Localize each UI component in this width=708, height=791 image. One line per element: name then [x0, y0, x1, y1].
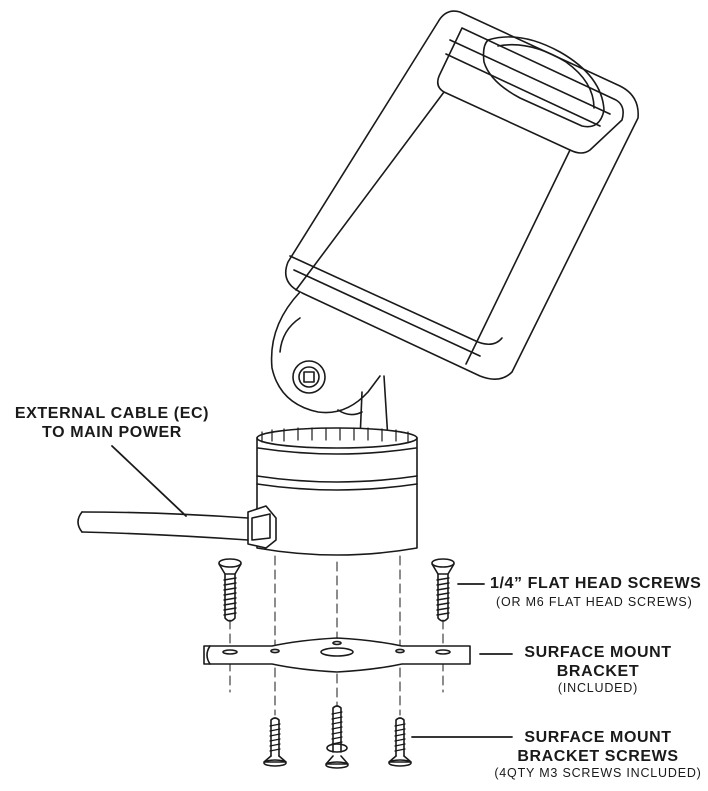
- bracket-line1: SURFACE MOUNT: [524, 644, 672, 661]
- external-cable: [77, 511, 249, 541]
- knuckle-joint: [270, 291, 389, 441]
- leader-external-cable: [111, 445, 187, 517]
- bracket-line2: BRACKET: [556, 663, 640, 680]
- flat-head-screws-note: (OR M6 FLAT HEAD SCREWS): [496, 595, 693, 609]
- callout-flat-head-screws: 1/4” FLAT HEAD SCREWS (OR M6 FLAT HEAD S…: [490, 574, 701, 610]
- bracket-screws-line1: SURFACE MOUNT: [524, 729, 672, 746]
- bracket-screws-line2: BRACKET SCREWS: [517, 748, 679, 765]
- bracket-note: (INCLUDED): [557, 681, 639, 695]
- bracket-screw-left: [263, 717, 287, 767]
- callout-surface-mount-bracket: SURFACE MOUNT BRACKET (INCLUDED): [512, 643, 684, 696]
- surface-mount-bracket: [203, 637, 471, 673]
- light-head: [284, 10, 639, 380]
- flat-head-screw-right: [431, 558, 455, 622]
- external-cable-line1: EXTERNAL CABLE (EC): [14, 405, 210, 422]
- flat-head-screws-title: 1/4” FLAT HEAD SCREWS: [490, 575, 702, 592]
- callout-bracket-screws: SURFACE MOUNT BRACKET SCREWS (4QTY M3 SC…: [490, 728, 706, 781]
- leader-lines: [111, 445, 513, 738]
- bracket-screws-note: (4QTY M3 SCREWS INCLUDED): [494, 766, 702, 780]
- center-lines: [229, 555, 444, 716]
- bracket-screw-center: [325, 705, 349, 769]
- callout-external-cable: EXTERNAL CABLE (EC) TO MAIN POWER: [6, 404, 218, 442]
- base-housing: [247, 427, 418, 556]
- flat-head-screw-left: [218, 558, 242, 622]
- bracket-screw-right: [388, 717, 412, 767]
- external-cable-line2: TO MAIN POWER: [42, 424, 182, 441]
